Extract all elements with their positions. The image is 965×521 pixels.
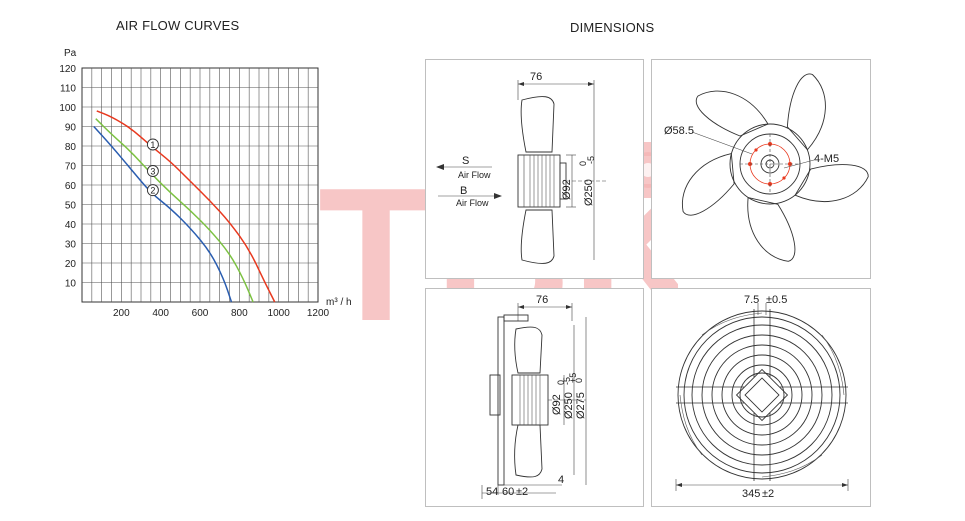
depth-a: 54: [486, 486, 498, 498]
x-axis-label: m³ / h: [326, 297, 352, 308]
guard-tol-lower: 0: [574, 378, 584, 383]
airflow-curves-title: AIR FLOW CURVES: [116, 18, 240, 33]
series-line-2: [93, 125, 233, 303]
overall-size: 345: [742, 488, 760, 500]
depth-tolerance: ±2: [516, 486, 528, 498]
x-tick-label: 1000: [268, 308, 291, 319]
airflow-s: S: [462, 155, 469, 167]
y-tick-label: 110: [60, 84, 76, 95]
width-dimension: 76: [530, 71, 542, 83]
series-marker-1: [146, 138, 159, 151]
y-tick-label: 70: [65, 162, 77, 173]
guard-blade-tol-upper: 0: [556, 380, 566, 385]
side-view-panel: 76 Ø92 Ø250 0 -5 S Air Flow B Air Flow: [425, 59, 644, 279]
x-tick-label: 400: [152, 308, 169, 319]
bolt-circle-diameter: Ø58.5: [664, 125, 694, 137]
x-tick-label: 200: [113, 308, 130, 319]
y-axis-label: Pa: [64, 48, 77, 59]
y-tick-label: 90: [65, 123, 77, 134]
wire-spacing: 7.5: [744, 294, 759, 306]
guard-diameter: Ø275: [575, 392, 587, 419]
y-tick-label: 20: [65, 259, 77, 270]
hub-diameter: Ø92: [561, 179, 573, 200]
depth-b: 60: [502, 486, 514, 498]
guard-front-panel: 7.5 ±0.5 345 ±2: [651, 288, 871, 507]
dimensions-title: DIMENSIONS: [570, 20, 655, 35]
front-view-panel: Ø58.5 4-M5: [651, 59, 871, 279]
y-tick-label: 80: [65, 142, 77, 153]
airflow-s-label: Air Flow: [458, 170, 491, 180]
blade-tolerance-lower: -5: [586, 156, 596, 164]
series-label-2: 2: [150, 186, 155, 196]
airflow-b-label: Air Flow: [456, 198, 489, 208]
blade-tolerance-upper: 0: [578, 161, 588, 166]
chart-grid: [81, 67, 319, 303]
x-tick-label: 800: [231, 308, 248, 319]
series-marker-2: [146, 184, 159, 197]
overall-tolerance: ±2: [762, 488, 774, 500]
guard-blade-diameter: Ø250: [563, 392, 575, 419]
series-line-3: [95, 118, 254, 303]
y-tick-label: 10: [65, 279, 77, 290]
mounting-holes: 4-M5: [814, 153, 839, 165]
y-tick-label: 50: [65, 201, 77, 212]
chart-series: 1 3 2: [93, 110, 276, 303]
x-tick-label: 1200: [307, 308, 330, 319]
guard-width-dimension: 76: [536, 294, 548, 306]
series-label-3: 3: [150, 167, 155, 177]
guard-blade-tol-lower: -5: [562, 377, 572, 385]
y-tick-label: 120: [59, 64, 76, 75]
fan-blades: [681, 73, 869, 262]
y-tick-label: 40: [65, 220, 77, 231]
series-label-1: 1: [150, 140, 155, 150]
wire-tolerance: ±0.5: [766, 294, 787, 306]
airflow-b: B: [460, 185, 467, 197]
flange-thickness: 4: [558, 474, 564, 486]
airflow-chart: 10 20 30 40 50 60 70 80 90 100 110 120 200 400 600 800 1…: [59, 48, 352, 319]
chart-ticks: 10 20 30 40 50 60 70 80 90 100 110 120 200 400 600 800 1…: [59, 64, 329, 319]
y-tick-label: 100: [59, 103, 76, 114]
side-guard-panel: 76 Ø92 Ø250 0 -5 Ø275 +5 0 4 54 60: [425, 288, 644, 507]
y-tick-label: 60: [65, 181, 77, 192]
series-line-1: [96, 110, 276, 303]
guard-hub-diameter: Ø92: [551, 394, 563, 415]
blade-diameter: Ø250: [583, 179, 595, 206]
y-tick-label: 30: [65, 240, 77, 251]
x-tick-label: 600: [192, 308, 209, 319]
guard-tol-upper: +5: [568, 373, 578, 383]
series-marker-3: [146, 165, 159, 177]
